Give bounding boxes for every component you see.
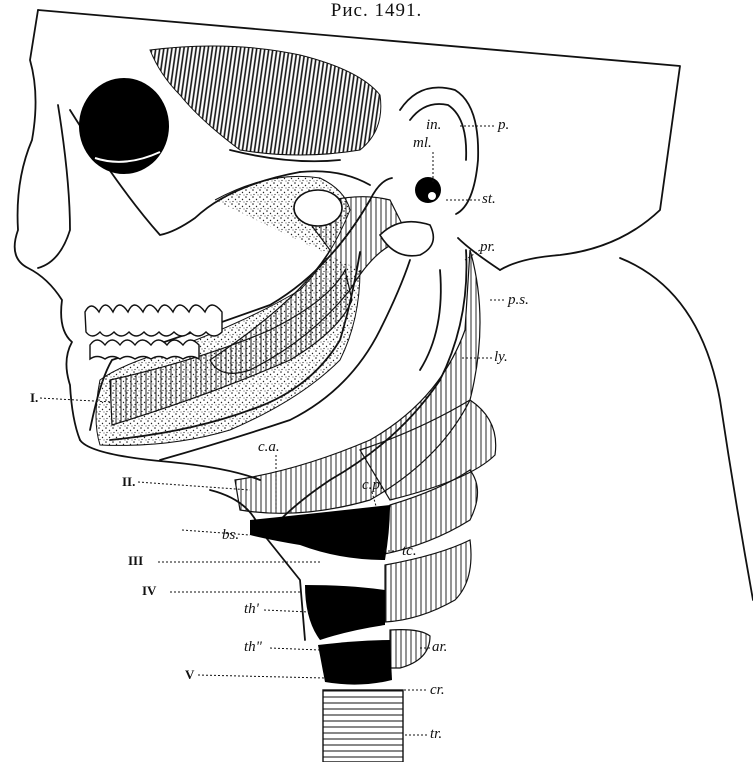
label-cp: c.p. — [362, 478, 384, 493]
cricoid-cartilage — [318, 640, 392, 685]
arch-band-iv — [385, 540, 471, 622]
thyroid-cartilage — [305, 585, 385, 640]
label-th2: th" — [244, 640, 262, 655]
label-ly: ly. — [494, 350, 508, 365]
label-IV: IV — [142, 584, 156, 597]
label-bs: bs. — [222, 528, 239, 543]
mandibular-condyle — [294, 190, 342, 226]
orbit — [79, 78, 169, 174]
label-III: III — [128, 554, 143, 567]
label-ca: c.a. — [258, 440, 280, 455]
label-cr: cr. — [430, 683, 445, 698]
label-ml: ml. — [413, 136, 432, 151]
label-tr: tr. — [430, 727, 442, 742]
middle-ear-ossicles — [415, 177, 441, 203]
label-p: p. — [498, 118, 509, 133]
label-st: st. — [482, 192, 496, 207]
label-ps: p.s. — [508, 293, 529, 308]
label-II: II. — [122, 475, 135, 488]
neck-back-contour — [620, 258, 753, 600]
jaw-contour — [80, 440, 260, 480]
nose-line — [38, 105, 70, 268]
label-I: I. — [30, 391, 38, 404]
label-th1: th' — [244, 602, 259, 617]
label-V: V — [185, 668, 194, 681]
arch-band-v — [390, 630, 430, 668]
label-ar: ar. — [432, 640, 447, 655]
label-tc: tc. — [402, 544, 417, 559]
label-in: in. — [426, 118, 441, 133]
trachea — [323, 690, 403, 762]
brow-ridge-shading — [150, 46, 381, 155]
label-pr: pr. — [480, 240, 495, 255]
